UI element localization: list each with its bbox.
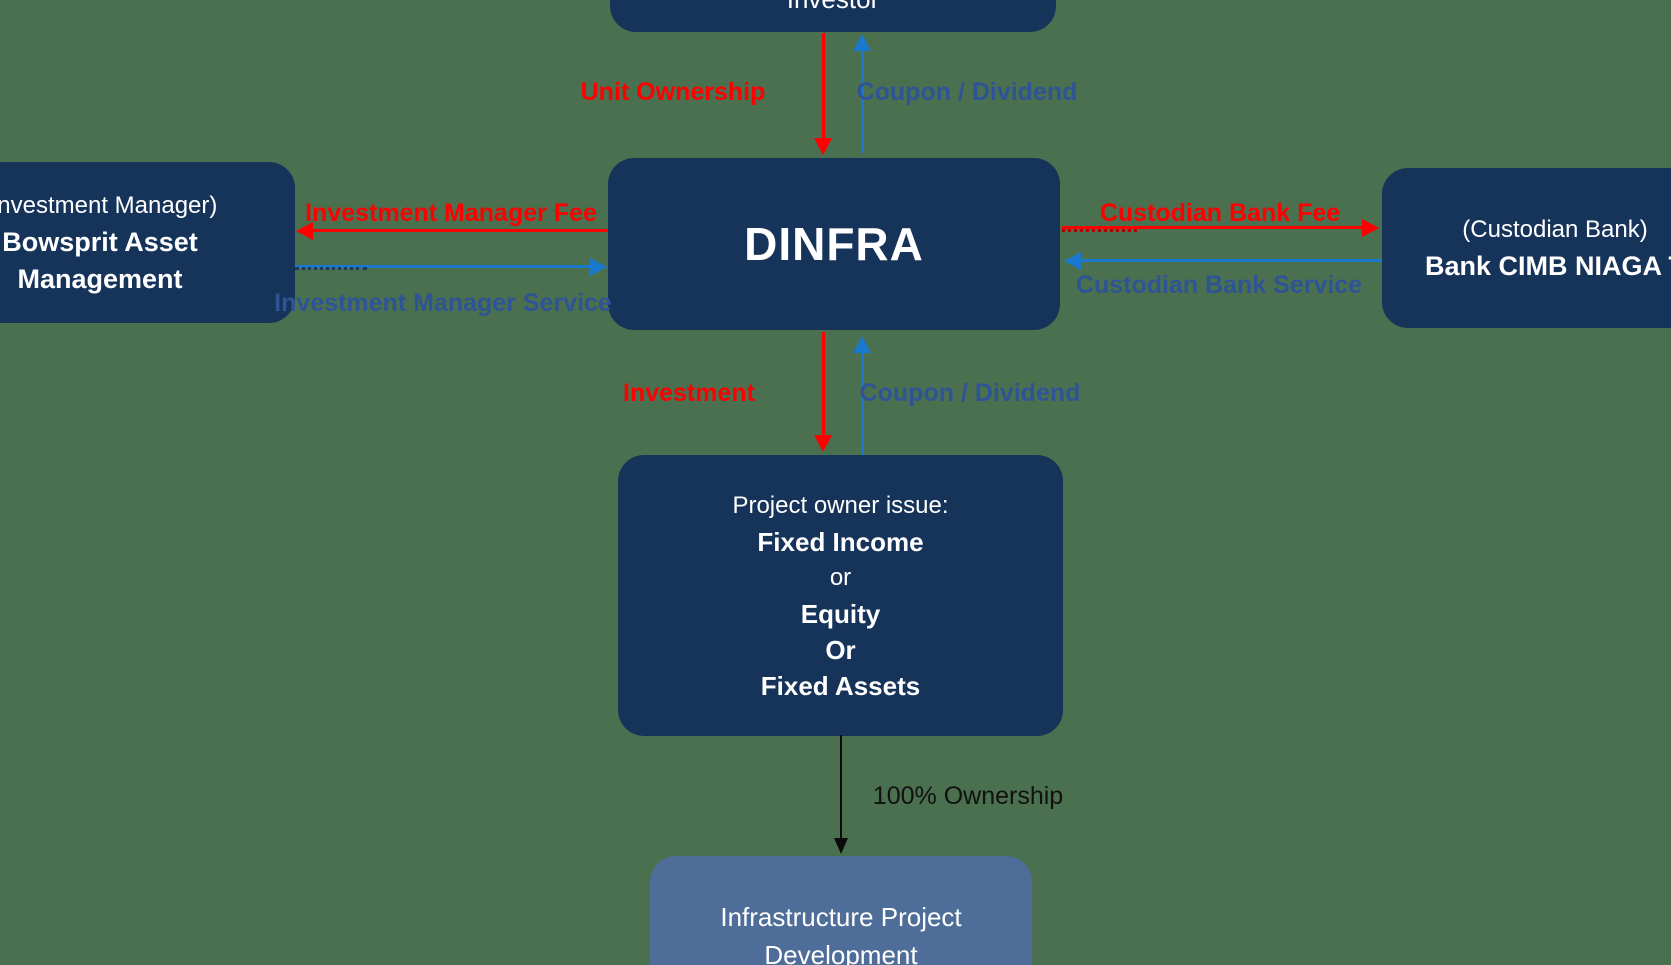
arrow-shaft [861,352,864,455]
dinfra-label: DINFRA [744,218,924,270]
arrow-shaft [822,332,825,436]
project-owner-line-2: Fixed Income [757,526,924,557]
infrastructure-line1: Infrastructure Project [720,902,962,932]
unit-ownership-label: Unit Ownership [580,78,766,106]
arrow-shaft [861,50,864,153]
arrow-shaft [310,229,608,232]
investment-label: Investment [623,379,755,407]
coupon-dividend-top-label: Coupon / Dividend [856,78,1078,106]
investor-label: Investor [610,0,1056,14]
investor-node: Investor [610,0,1056,32]
investment-manager-fee-label: Investment Manager Fee [305,199,597,227]
arrow-shaft [822,33,825,139]
dotted-connector-artifact [295,267,367,270]
arrow-shaft [295,265,593,268]
dotted-connector-artifact [1062,229,1137,232]
custodian-bank-service-label: Custodian Bank Service [1075,271,1363,299]
arrow-head [834,838,848,854]
custodian-bank-name: Bank CIMB NIAGA T [1424,251,1671,281]
arrow-head [853,34,871,51]
dinfra-node: DINFRA [608,158,1060,330]
arrow-head [814,435,832,452]
infrastructure-project-label: Infrastructure Project Development [650,856,1032,965]
arrow-shaft [1062,226,1364,229]
project-owner-line-5: Or [825,634,856,665]
arrow-head [296,222,313,240]
arrow-head [1362,219,1379,237]
project-owner-line-6: Fixed Assets [760,670,921,701]
investment-manager-name-line1: Bowsprit Asset [2,227,198,257]
custodian-bank-fee-label: Custodian Bank Fee [1099,199,1341,227]
ownership-100-label: 100% Ownership [872,782,1064,810]
project-owner-line-3: or [829,563,852,591]
arrow-shaft [1080,259,1382,262]
infrastructure-line2: Development [764,940,918,965]
investment-manager-node: (Investment Manager) Bowsprit Asset Mana… [0,162,295,323]
investment-manager-name-line2: Management [17,264,183,294]
project-owner-line-1: Project owner issue: [732,491,949,519]
custodian-bank-node: (Custodian Bank) Bank CIMB NIAGA T [1382,168,1671,328]
project-owner-node: Project owner issue: Fixed Income or Equ… [618,455,1063,736]
project-owner-line-4: Equity [800,598,881,629]
investment-manager-service-label: Investment Manager Service [274,289,612,317]
infrastructure-project-node: Infrastructure Project Development [650,856,1032,965]
coupon-dividend-mid-label: Coupon / Dividend [859,379,1081,407]
investment-manager-subtitle: (Investment Manager) [0,192,218,219]
arrow-head [1064,252,1081,270]
arrow-shaft [840,735,842,839]
arrow-head [853,336,871,353]
custodian-bank-subtitle: (Custodian Bank) [1462,216,1648,243]
arrow-head [814,138,832,155]
arrow-head [590,258,607,276]
